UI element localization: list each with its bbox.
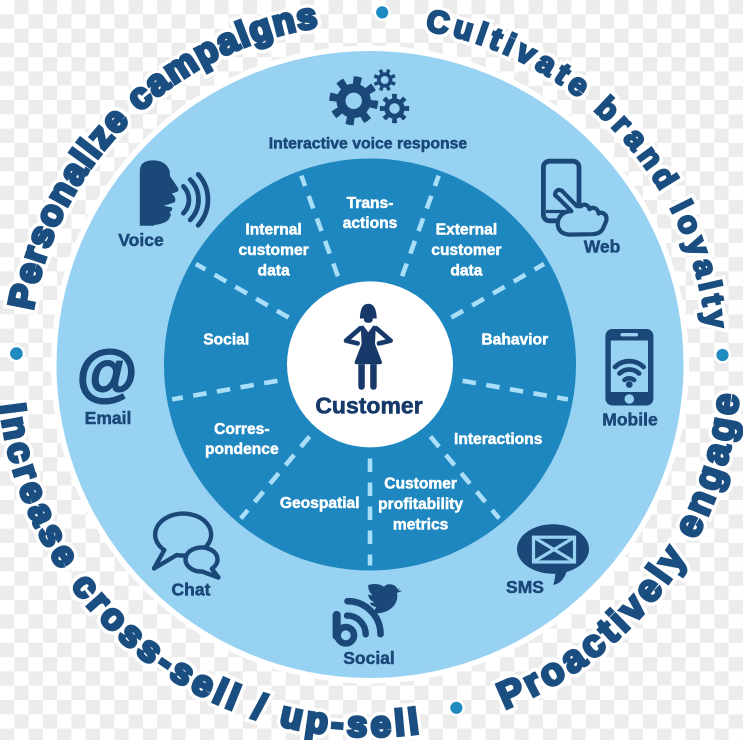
svg-text:SMS: SMS	[506, 577, 544, 597]
svg-text:Chat: Chat	[172, 580, 211, 600]
svg-text:Bahavior: Bahavior	[481, 331, 548, 348]
svg-text:Customer: Customer	[315, 393, 422, 419]
svg-text:Social: Social	[343, 648, 395, 668]
svg-text:Interactions: Interactions	[454, 431, 543, 448]
svg-text:Interactive voice response: Interactive voice response	[269, 136, 468, 153]
svg-text:Trans-actions: Trans-actions	[343, 195, 398, 232]
svg-text:Corres-pondence: Corres-pondence	[205, 421, 279, 458]
svg-text:Social: Social	[203, 332, 249, 349]
svg-text:Web: Web	[584, 237, 621, 257]
svg-text:@: @	[77, 339, 137, 408]
svg-text:Email: Email	[85, 408, 132, 428]
svg-text:Voice: Voice	[118, 230, 164, 250]
svg-text:Mobile: Mobile	[602, 410, 658, 430]
svg-text:Geospatial: Geospatial	[280, 495, 360, 512]
